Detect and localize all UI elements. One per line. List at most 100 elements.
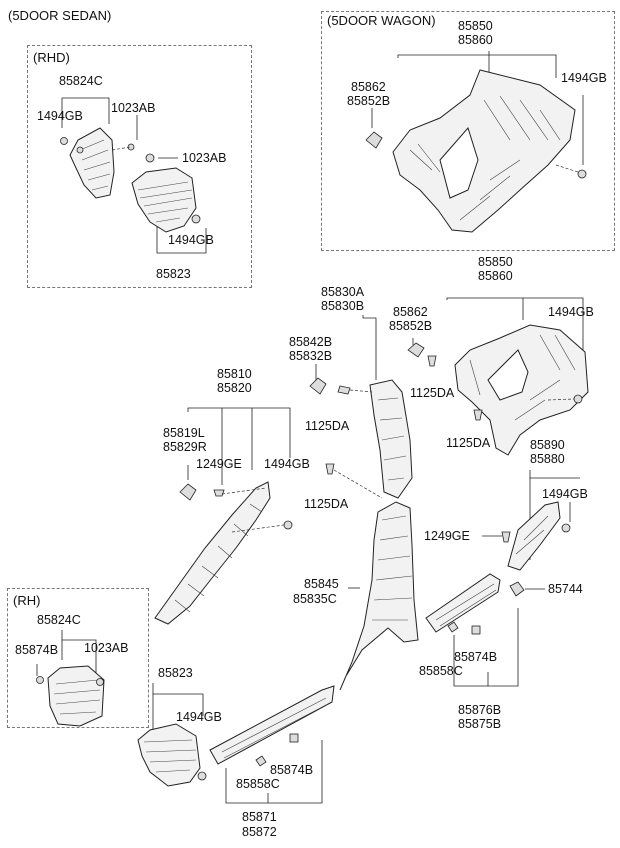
part-label: 85830A (321, 285, 365, 299)
rear-pillar-trim-piece (507, 501, 561, 571)
screw-1125DA-main-b (473, 409, 483, 421)
part-label: 85850 (458, 19, 493, 33)
kick-panel-lower (137, 683, 207, 787)
part-label: 1494GB (264, 457, 310, 471)
center-pillar-upper (309, 315, 413, 499)
part-label: 85820 (217, 381, 252, 395)
b-pillar-trim-lower (339, 501, 419, 691)
part-label: 85842B (289, 335, 333, 349)
header-5door-sedan: (5DOOR SEDAN) (8, 8, 112, 23)
part-label: 1023AB (182, 151, 227, 165)
rh-parts (36, 630, 105, 727)
part-label: 85872 (242, 825, 277, 839)
scuff-plate-front (209, 685, 335, 765)
pillar-trim-upper (369, 379, 413, 499)
part-label: 1125DA (410, 386, 455, 400)
part-label: 85874B (454, 650, 498, 664)
part-label: 85860 (458, 33, 493, 47)
clip-85842B (309, 377, 327, 395)
header-rh: (RH) (13, 593, 41, 608)
clip-rhd-1 (60, 137, 68, 145)
header-rhd: (RHD) (33, 50, 70, 65)
clip-85874B-left (289, 733, 299, 743)
screw-1125DA-pillar-a (337, 385, 351, 395)
kick-panel-lower-rhd (131, 167, 197, 233)
part-label: 85858C (419, 664, 463, 678)
clip-rhd-4 (145, 153, 155, 163)
kick-panel-rh (47, 665, 105, 727)
part-label: 1494GB (168, 233, 214, 247)
clip-wagon-85862 (365, 131, 383, 149)
part-label: 85823 (158, 666, 193, 680)
part-label: 1125DA (446, 436, 491, 450)
part-label: 85858C (236, 777, 280, 791)
part-label: 85810 (217, 367, 252, 381)
part-label: 85874B (15, 643, 59, 657)
window-opening-sedan (487, 349, 529, 401)
clip-wagon-1494GB (577, 169, 587, 179)
part-label: 85824C (37, 613, 81, 627)
part-label: 85876B (458, 703, 502, 717)
screw-1249GE-a (213, 489, 225, 497)
part-label: 85862 (351, 80, 386, 94)
kick-panel-upper-rhd (69, 127, 115, 199)
part-label: 1125DA (305, 419, 350, 433)
clip-85858C-left (255, 755, 267, 767)
clip-1494GB-apillar (283, 520, 293, 530)
part-label: 1494GB (548, 305, 594, 319)
quarter-trim-main (407, 297, 589, 456)
part-label: 85832B (289, 349, 333, 363)
part-label: 85852B (389, 319, 433, 333)
screw-1125DA-pillar-b (325, 463, 335, 475)
wagon-parts (365, 51, 587, 233)
part-label: 85852B (347, 94, 391, 108)
clip-1494GB-main (573, 394, 583, 404)
part-label: 1494GB (542, 487, 588, 501)
clip-1494GB-bottom (197, 771, 207, 781)
a-pillar (154, 407, 293, 625)
clip-1494GB-rear (561, 523, 571, 533)
clip-rh-2 (96, 678, 104, 686)
clip-rh-1 (36, 676, 44, 684)
part-label: 85874B (270, 763, 314, 777)
part-label: 85830B (321, 299, 365, 313)
part-label: 85835C (293, 592, 337, 606)
part-label: 1494GB (561, 71, 607, 85)
part-label: 85845 (304, 577, 339, 591)
clip-85858C-right (447, 621, 459, 633)
clip-rhd-5 (191, 214, 201, 224)
a-pillar-trim (154, 481, 271, 625)
rhd-parts (60, 97, 207, 254)
part-label: 1249GE (196, 457, 242, 471)
scuff-plate-right (425, 573, 519, 687)
header-5door-wagon: (5DOOR WAGON) (327, 13, 436, 28)
part-label: 85744 (548, 582, 583, 596)
clip-85874B-right (471, 625, 481, 635)
part-label: 1125DA (304, 497, 349, 511)
b-pillar-lower (339, 501, 419, 691)
part-label: 85829R (163, 440, 207, 454)
part-label: 85880 (530, 452, 565, 466)
part-label: 1249GE (424, 529, 470, 543)
screw-1125DA-main-a (427, 355, 437, 367)
part-label: 1023AB (111, 101, 156, 115)
clip-85862-main (407, 342, 425, 358)
clip-85819L (179, 483, 197, 501)
part-label: 85824C (59, 74, 103, 88)
part-label: 85823 (156, 267, 191, 281)
part-label: 85860 (478, 269, 513, 283)
part-label: 85871 (242, 810, 277, 824)
screw-1249GE-b (501, 531, 511, 543)
part-label: 1494GB (176, 710, 222, 724)
rear-pillar-trim (482, 470, 580, 597)
part-label: 85850 (478, 255, 513, 269)
part-label: 1494GB (37, 109, 83, 123)
quarter-trim-wagon (392, 69, 576, 233)
part-label: 85890 (530, 438, 565, 452)
part-label: 85819L (163, 426, 205, 440)
rh-inset-box (7, 588, 149, 728)
scuff-plate-left (209, 685, 335, 804)
clip-85744 (509, 581, 525, 597)
